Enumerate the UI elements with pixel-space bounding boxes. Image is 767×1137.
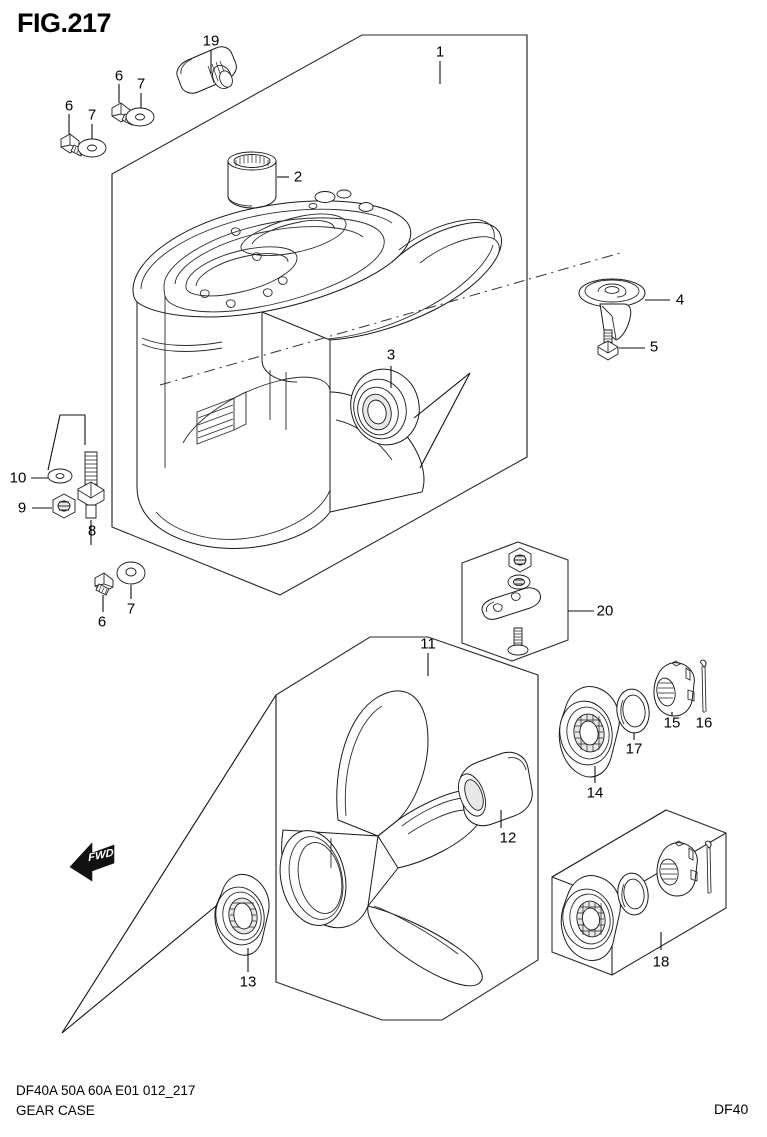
part-7-washer-upper-mid bbox=[125, 107, 155, 127]
part-7-washer-lower bbox=[116, 561, 146, 585]
part-8-stud-bolt bbox=[77, 451, 105, 519]
part-13-propeller-hub-damper bbox=[214, 873, 270, 956]
part-3-oil-seal-housing bbox=[350, 368, 420, 446]
part-20-anode-kit-callout-box bbox=[461, 541, 569, 662]
part-7-washer-upper-left bbox=[77, 138, 107, 158]
gear-case-assembly-callout-box bbox=[111, 34, 528, 596]
part-11-propeller-callout-box bbox=[275, 636, 539, 1021]
part-12-propeller-spacer bbox=[457, 751, 533, 827]
part-17-thrust-washer bbox=[616, 688, 650, 734]
part-6-bolt-lower bbox=[94, 572, 114, 596]
callout-number-17: 17 bbox=[625, 740, 643, 758]
propeller bbox=[279, 690, 487, 987]
callout-number-5: 5 bbox=[649, 338, 659, 356]
callout-number-13: 13 bbox=[239, 973, 257, 991]
callout-number-14: 14 bbox=[586, 784, 604, 802]
footer-reference: DF40A 50A 60A E01 012_217 bbox=[16, 1083, 196, 1098]
part-16-cotter-pin bbox=[700, 659, 707, 713]
part-10-washer bbox=[47, 468, 73, 484]
part-5-anode-bolt bbox=[597, 329, 619, 361]
callout-number-9: 9 bbox=[17, 499, 27, 517]
callout-number-8: 8 bbox=[87, 522, 97, 540]
callout-number-18: 18 bbox=[652, 953, 670, 971]
callout-number-6-b: 6 bbox=[114, 67, 124, 85]
part-15-castle-nut bbox=[653, 660, 695, 717]
callout-number-6-c: 6 bbox=[97, 613, 107, 631]
footer-model: DF40 bbox=[714, 1101, 749, 1117]
callout-number-10: 10 bbox=[9, 469, 27, 487]
callout-number-6-a: 6 bbox=[64, 97, 74, 115]
callout-number-20: 20 bbox=[596, 602, 614, 620]
callout-number-7-a: 7 bbox=[87, 106, 97, 124]
callout-number-16: 16 bbox=[695, 714, 713, 732]
gear-case-housing bbox=[132, 189, 502, 549]
callout-number-7-b: 7 bbox=[136, 75, 146, 93]
callout-number-7-c: 7 bbox=[126, 600, 136, 618]
callout-number-4: 4 bbox=[675, 291, 685, 309]
callout-number-3: 3 bbox=[386, 346, 396, 364]
callout-number-15: 15 bbox=[663, 714, 681, 732]
callout-number-1: 1 bbox=[435, 43, 445, 61]
footer-section: GEAR CASE bbox=[16, 1103, 95, 1118]
part-2-drive-shaft-bushing bbox=[227, 151, 277, 209]
fwd-direction-marker bbox=[69, 842, 115, 882]
callout-number-2: 2 bbox=[293, 168, 303, 186]
callout-number-19: 19 bbox=[202, 32, 220, 50]
part-14-propeller-hub bbox=[558, 686, 620, 778]
part-9-nut bbox=[52, 493, 76, 519]
callout-number-12: 12 bbox=[499, 829, 517, 847]
part-19-water-tube-grommet bbox=[176, 46, 237, 94]
callout-number-11: 11 bbox=[420, 635, 436, 653]
part-18-hardware-kit-callout-box bbox=[551, 809, 727, 976]
page-title: FIG.217 bbox=[17, 8, 112, 38]
